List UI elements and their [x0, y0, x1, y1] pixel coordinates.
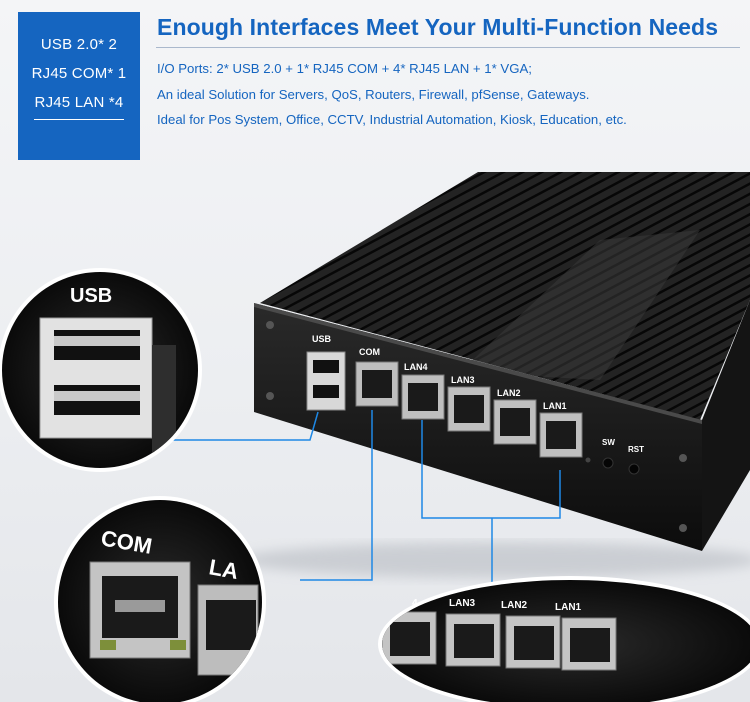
device-top-highlight	[460, 230, 700, 380]
zoom-lan4-partial-label: 4	[412, 598, 418, 609]
zoom-com-partial-label: LA	[207, 554, 240, 584]
device-shadow	[240, 542, 750, 578]
screw-icon	[679, 524, 687, 532]
badge-lan: RJ45 LAN *4	[34, 94, 124, 111]
panel-label-lan4: LAN4	[404, 362, 428, 372]
lan4-port	[401, 374, 445, 420]
reset-button-icon	[628, 463, 640, 475]
headline-underline	[156, 47, 740, 48]
zoom-lan2-label: LAN2	[501, 600, 528, 611]
led-icon	[585, 457, 591, 463]
panel-label-sw: SW	[602, 438, 615, 447]
zoom-lan1-label: LAN1	[555, 602, 582, 613]
switch-button-icon	[602, 457, 614, 469]
device-top-heatsink	[260, 172, 750, 420]
device-front-edge	[254, 303, 702, 424]
badge-com: RJ45 COM* 1	[31, 65, 127, 82]
description-io-ports: I/O Ports: 2* USB 2.0 + 1* RJ45 COM + 4*…	[157, 61, 532, 76]
zoom-lan3-label: LAN3	[449, 598, 476, 609]
zoom-com: COM LA	[54, 496, 266, 702]
panel-label-lan3: LAN3	[451, 375, 475, 385]
headline: Enough Interfaces Meet Your Multi-Functi…	[157, 14, 719, 40]
screw-icon	[679, 454, 687, 462]
panel-label-rst: RST	[628, 445, 644, 454]
description-usage: Ideal for Pos System, Office, CCTV, Indu…	[157, 112, 627, 127]
zoom-usb: USB	[0, 268, 202, 472]
description-solution: An ideal Solution for Servers, QoS, Rout…	[157, 87, 590, 102]
usb-port-stack	[306, 351, 346, 411]
panel-label-lan2: LAN2	[497, 388, 521, 398]
callout-lines	[170, 410, 561, 592]
feature-badge: USB 2.0* 2 RJ45 COM* 1 RJ45 LAN *4	[18, 12, 140, 160]
badge-divider	[34, 119, 124, 120]
panel-label-lan1: LAN1	[543, 401, 567, 411]
panel-label-com: COM	[359, 347, 380, 357]
lan1-port	[539, 412, 583, 458]
panel-label-usb: USB	[312, 334, 332, 344]
zoom-usb-label: USB	[70, 285, 112, 307]
com-port	[355, 361, 399, 407]
screw-icon	[266, 392, 274, 400]
lan2-port	[493, 399, 537, 445]
device-side-panel	[702, 300, 750, 551]
screw-icon	[266, 321, 274, 329]
zoom-lan: 4 LAN3 LAN2 LAN1	[378, 576, 750, 702]
lan3-port	[447, 386, 491, 432]
badge-usb: USB 2.0* 2	[40, 36, 118, 53]
